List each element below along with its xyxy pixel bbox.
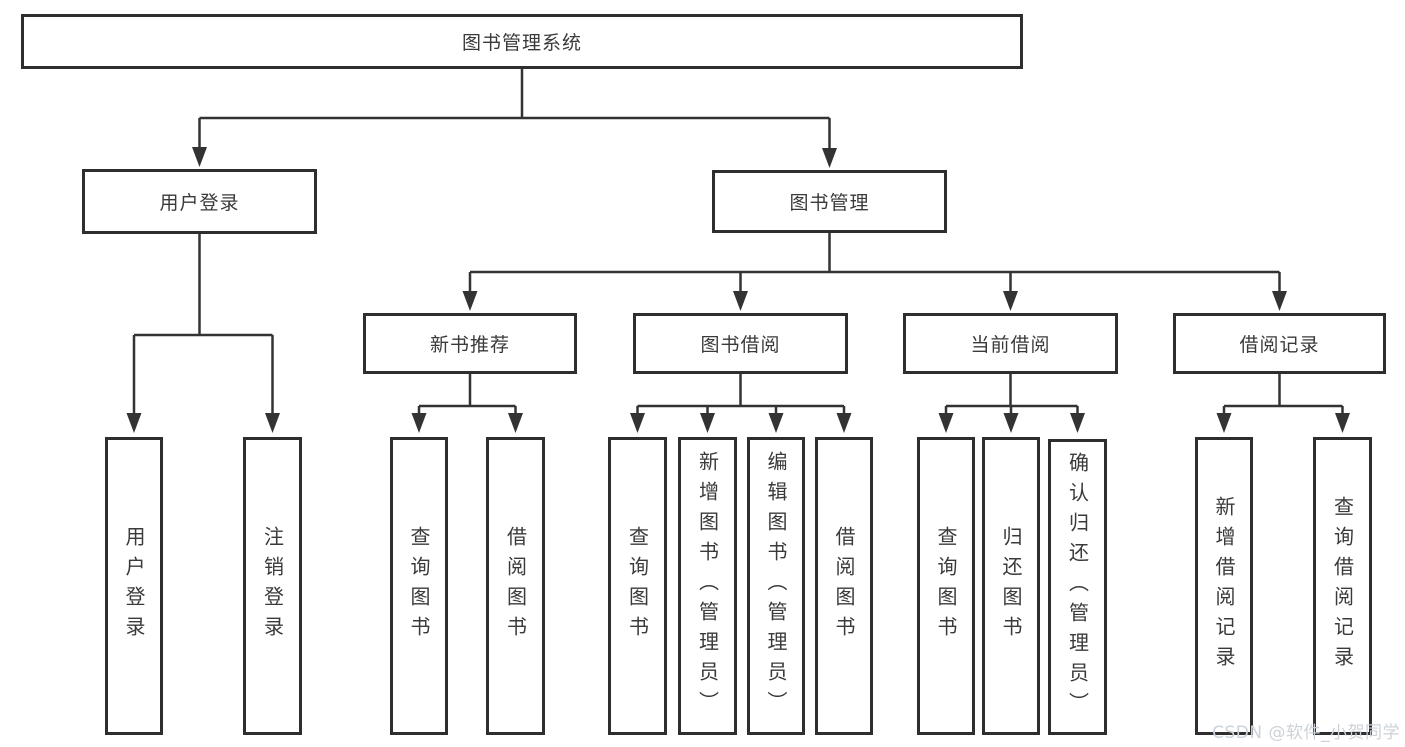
csdn-watermark: CSDN @软件_小贺同学 — [1212, 723, 1400, 743]
leaf-current-return: 归还图书 — [982, 437, 1040, 735]
leaf-borrow-query: 查询图书 — [608, 437, 667, 735]
leaf-borrow-add-admin: 新增图书（管理员） — [678, 437, 737, 735]
node-book-management: 图书管理 — [712, 170, 947, 233]
connector-line-path — [132, 69, 1344, 419]
node-user-login: 用户登录 — [82, 169, 317, 234]
leaf-records-add: 新增借阅记录 — [1195, 437, 1253, 735]
arrowhead-icons — [126, 147, 1350, 433]
leaf-newbook-query: 查询图书 — [390, 437, 448, 735]
leaf-borrow-borrow: 借阅图书 — [815, 437, 873, 735]
node-borrow-records: 借阅记录 — [1173, 313, 1386, 374]
node-new-book-recommend: 新书推荐 — [363, 313, 577, 374]
node-book-borrow: 图书借阅 — [633, 313, 848, 374]
leaf-borrow-edit-admin: 编辑图书（管理员） — [747, 437, 805, 735]
leaf-records-query: 查询借阅记录 — [1313, 437, 1372, 735]
node-current-borrow: 当前借阅 — [903, 313, 1118, 374]
leaf-logout: 注销登录 — [243, 437, 302, 735]
leaf-newbook-borrow: 借阅图书 — [486, 437, 545, 735]
leaf-current-confirm-admin: 确认归还（管理员） — [1048, 439, 1107, 735]
connector-lines — [132, 69, 1344, 419]
node-root-system: 图书管理系统 — [21, 14, 1023, 69]
leaf-user-login: 用户登录 — [105, 437, 163, 735]
leaf-current-query: 查询图书 — [917, 437, 975, 735]
